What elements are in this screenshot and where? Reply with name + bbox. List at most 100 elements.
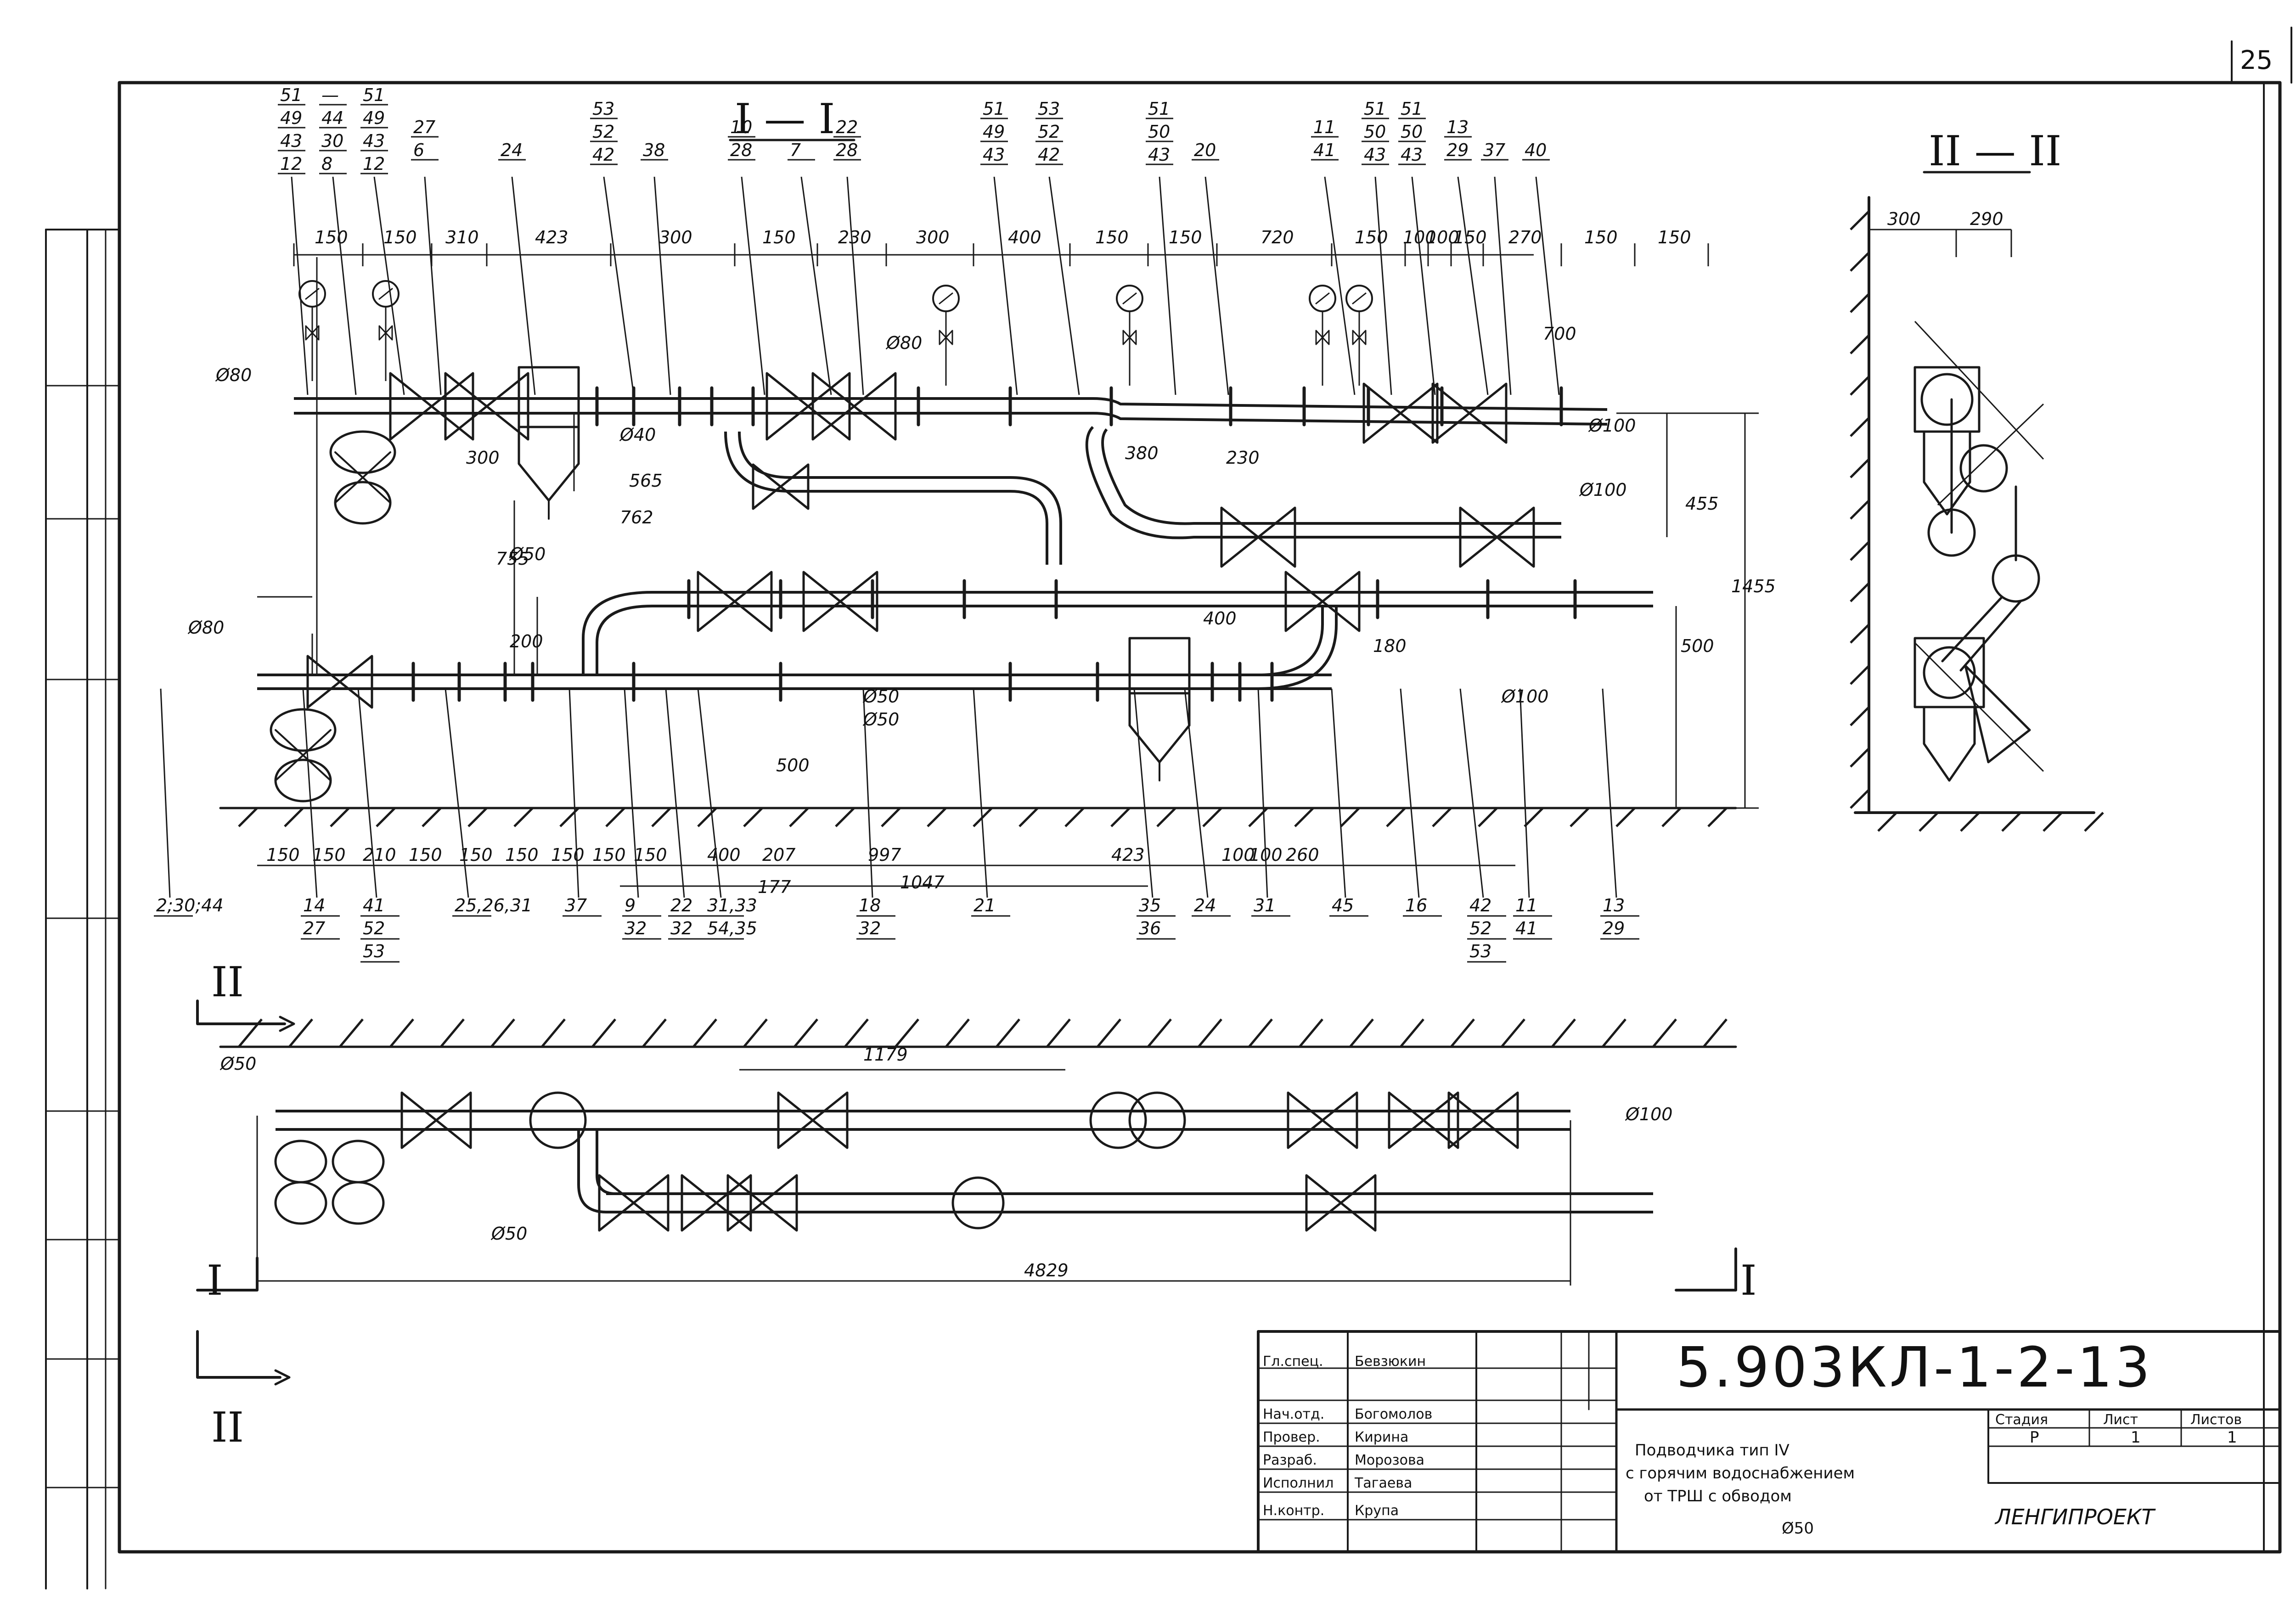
section-2-dim-1: 300 [1887,209,1921,229]
side-dimension-label: 500 [1681,636,1714,656]
top-callout-number: 51 [363,85,385,105]
top-dimension-label: 270 [1508,227,1542,247]
bottom-callout-number: 36 [1139,918,1161,938]
top-callout-number: 41 [1313,140,1335,160]
top-dimension-label: 400 [1008,227,1041,247]
bottom-callout-number: 31 [1254,895,1276,915]
section-1-title: I — I [735,95,835,143]
top-callout-number: 29 [1446,140,1469,160]
pipe-diameter-label: Ø50 [509,544,546,564]
top-callout-number: 43 [363,131,385,151]
bottom-callout-number: 11 [1515,895,1537,915]
gate-valve-icon [811,372,897,441]
top-callout-number: 42 [1038,145,1060,165]
gate-valve-icon [306,655,373,709]
cut-mark-II-bottom: II [211,1404,244,1452]
sheet-header: Лист [2103,1412,2138,1428]
sheets-value: 1 [2227,1428,2237,1447]
side-dimension-label: 400 [1203,608,1237,629]
top-callout-number: 51 [1364,99,1386,119]
bottom-callout-number: 45 [1332,895,1354,915]
sheet-code: 5.903КЛ-1-2-13 [1676,1336,2153,1400]
bottom-dimension-label: 400 [707,845,741,865]
bottom-dimension-label: 150 [409,845,442,865]
title-block [1257,1330,2281,1553]
needle-valve-icon [1122,330,1137,345]
bottom-dimension-label: 260 [1286,845,1319,865]
needle-valve-icon [1352,330,1367,345]
section-2-title: II — II [1929,127,2061,175]
bottom-callout-number: 18 [859,895,881,915]
pipe-diameter-label: Ø100 [1579,480,1626,500]
top-dimension-label: 150 [1169,227,1202,247]
title-block-name: Тагаева [1354,1475,1412,1491]
bottom-callout-number: 9 [625,895,636,915]
bottom-callout-number: 53 [1469,941,1491,961]
section-1-pipework [257,257,1653,690]
plan-view [219,1045,1737,1286]
bottom-callout-number: 16 [1405,895,1427,915]
top-dimension-label: 150 [1658,227,1691,247]
top-callout-number: 51 [280,85,302,105]
bottom-dimension-label: 177 [758,877,791,897]
pipe-diameter-label: Ø100 [1501,686,1548,707]
gate-valve-icon [1305,1174,1377,1232]
bottom-callout-number: 29 [1603,918,1625,938]
bottom-callout-number: 52 [363,918,385,938]
bottom-callout-number: 13 [1603,895,1625,915]
bottom-callout-number: 32 [859,918,881,938]
plan-hatch [238,1018,1728,1048]
top-callout-number: 30 [321,131,343,151]
top-callout-number: 27 [413,117,435,137]
bottom-callout-number: 53 [363,941,385,961]
needle-valve-icon [1315,330,1330,345]
pipe-diameter-label: Ø50 [862,686,899,707]
section-2-hatch [1850,210,2104,832]
top-dimension-label: 423 [535,227,568,247]
bottom-dimension-label: 210 [363,845,396,865]
title-block-role: Нач.отд. [1263,1406,1324,1422]
top-callout-number: 12 [363,154,385,174]
bottom-callout-number: 25,26,31 [455,895,532,915]
organization: ЛЕНГИПРОЕКТ [1994,1505,2156,1529]
top-callout-number: 43 [1148,145,1170,165]
gate-valve-icon [802,571,878,632]
top-callout-number: 49 [363,108,385,128]
gate-valve-icon [1220,506,1296,568]
title-block-name: Богомолов [1355,1406,1432,1422]
top-callout-number: 28 [836,140,858,160]
pipe-diameter-label: Ø80 [187,618,224,638]
top-dimension-label: 150 [1584,227,1618,247]
bottom-callout-number: 41 [363,895,385,915]
top-callout-number: 49 [280,108,302,128]
bottom-dimension-label: 150 [312,845,346,865]
side-dimension-label: 700 [1543,324,1576,344]
section-1-strainers [518,366,1191,781]
bottom-dimension-label: 423 [1111,845,1145,865]
section-1-left-dimensions [257,413,575,675]
sheets-header: Листов [2190,1412,2242,1428]
description-line-3: от ТРШ с обводом [1644,1487,1792,1505]
bottom-dimension-label: 150 [634,845,667,865]
bottom-dimension-label: 150 [505,845,539,865]
gate-valve-icon [1459,506,1535,568]
cut-mark-II-top: II [211,958,244,1006]
top-callout-number: 43 [1401,145,1423,165]
bottom-callout-number: 24 [1194,895,1216,915]
gate-valve-icon [1447,1091,1519,1149]
bottom-dimension-label: 1047 [900,872,945,893]
pipe-diameter-label: Ø50 [219,1054,256,1074]
bottom-dimension-label: 207 [762,845,796,865]
page-number: 25 [2240,45,2273,75]
bottom-callout-number: 22 [670,895,692,915]
sheet-frame [45,27,2292,1589]
top-callout-number: 43 [1364,145,1386,165]
top-callout-number: 44 [321,108,343,128]
title-block-name: Морозова [1355,1452,1424,1468]
section-1-bottom-leaders [154,688,1639,963]
side-dimension-label: 565 [629,471,663,491]
top-callout-number: 52 [592,122,614,142]
top-callout-number: 10 [730,117,752,137]
gate-valve-icon [777,1091,849,1149]
